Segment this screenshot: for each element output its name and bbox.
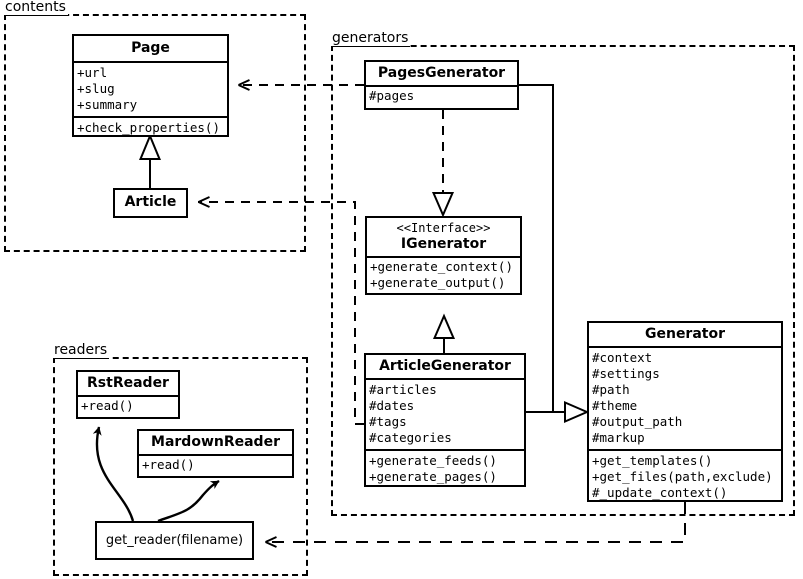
- attribute-item: +summary: [77, 97, 138, 112]
- attribute-item: #pages: [369, 88, 415, 103]
- class-operations-mardownreader: +read(): [139, 454, 292, 475]
- attribute-item: #output_path: [592, 414, 683, 429]
- package-label-generators: generators: [331, 30, 411, 47]
- attribute-item: #path: [592, 382, 630, 397]
- class-name-page: Page: [131, 40, 170, 56]
- package-readers: [53, 357, 308, 576]
- function-box-get-reader[interactable]: get_reader(filename): [95, 521, 254, 560]
- operation-item: +read(): [81, 398, 134, 413]
- class-operations-articlegenerator: +generate_feeds() +generate_pages(): [366, 449, 524, 488]
- class-operations-igenerator: +generate_context() +generate_output(): [367, 256, 520, 293]
- package-generators: [331, 45, 795, 516]
- attribute-item: #articles: [369, 382, 437, 397]
- attribute-item: #theme: [592, 398, 638, 413]
- operation-item: +generate_feeds(): [369, 453, 497, 468]
- class-operations-page: +check_properties(): [74, 116, 227, 139]
- class-name-article: Article: [124, 194, 177, 210]
- operation-item: +generate_pages(): [369, 469, 497, 484]
- package-contents: [4, 14, 306, 252]
- attribute-item: #context: [592, 350, 653, 365]
- attribute-item: #tags: [369, 414, 407, 429]
- attribute-item: #settings: [592, 366, 660, 381]
- class-operations-generator: +get_templates() +get_files(path,exclude…: [589, 449, 781, 504]
- package-label-readers: readers: [53, 342, 110, 359]
- operation-item: +read(): [142, 457, 195, 472]
- package-label-contents: contents: [4, 0, 68, 16]
- attribute-item: #markup: [592, 430, 645, 445]
- class-box-generator[interactable]: Generator #context #settings #path #them…: [587, 321, 783, 502]
- function-label-get-reader: get_reader(filename): [105, 533, 244, 548]
- package-contents-top-border: [4, 14, 306, 16]
- class-box-mardownreader[interactable]: MardownReader +read(): [137, 429, 294, 478]
- attribute-item: #dates: [369, 398, 415, 413]
- class-name-mardownreader: MardownReader: [151, 434, 280, 450]
- class-box-rstreader[interactable]: RstReader +read(): [76, 370, 180, 419]
- class-name-articlegenerator: ArticleGenerator: [379, 358, 511, 374]
- class-attributes-pagesgenerator: #pages: [366, 85, 517, 106]
- class-name-text-igenerator: IGenerator: [400, 236, 487, 252]
- operation-item: +get_files(path,exclude): [592, 469, 773, 484]
- class-box-article[interactable]: Article: [113, 188, 188, 218]
- class-box-igenerator[interactable]: <<Interface>> IGenerator +generate_conte…: [365, 216, 522, 295]
- class-box-page[interactable]: Page +url +slug +summary +check_properti…: [72, 34, 229, 137]
- attribute-item: +slug: [77, 81, 115, 96]
- class-name-rstreader: RstReader: [87, 375, 169, 391]
- class-attributes-generator: #context #settings #path #theme #output_…: [589, 346, 781, 449]
- class-operations-rstreader: +read(): [78, 395, 178, 416]
- class-attributes-articlegenerator: #articles #dates #tags #categories: [366, 378, 524, 449]
- class-stereotype-igenerator: <<Interface>>: [396, 221, 491, 235]
- operation-item: +generate_context(): [370, 259, 513, 274]
- class-box-pagesgenerator[interactable]: PagesGenerator #pages: [364, 60, 519, 110]
- class-box-articlegenerator[interactable]: ArticleGenerator #articles #dates #tags …: [364, 353, 526, 487]
- class-name-pagesgenerator: PagesGenerator: [377, 65, 506, 81]
- class-name-generator: Generator: [644, 326, 725, 342]
- attribute-item: +url: [77, 65, 108, 80]
- attribute-item: #categories: [369, 430, 452, 445]
- operation-item: +generate_output(): [370, 275, 506, 290]
- operation-item: #_update_context(): [592, 485, 728, 500]
- class-name-igenerator: <<Interface>> IGenerator: [367, 218, 520, 256]
- operation-item: +get_templates(): [592, 453, 713, 468]
- operation-item: +check_properties(): [77, 120, 220, 135]
- class-attributes-page: +url +slug +summary: [74, 61, 227, 116]
